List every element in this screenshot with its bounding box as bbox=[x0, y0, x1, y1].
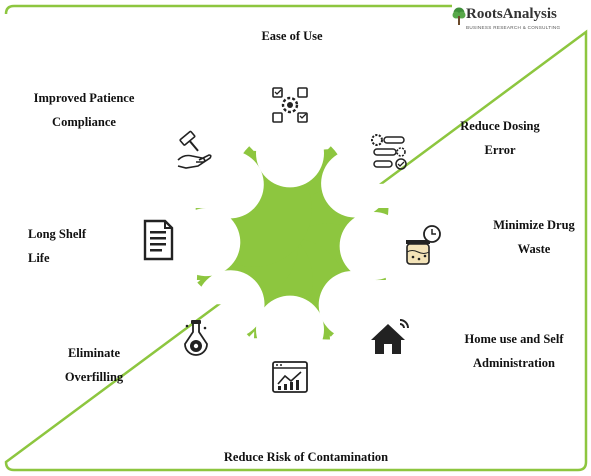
settings-checklist-icon bbox=[272, 87, 308, 123]
brand-tagline: BUSINESS RESEARCH & CONSULTING bbox=[466, 25, 561, 30]
icon-layer bbox=[143, 87, 441, 393]
label-line: Ease of Use bbox=[261, 29, 323, 43]
label-minimize-drug-waste: Minimize Drug Waste bbox=[482, 213, 586, 261]
ring-inner-home bbox=[318, 270, 387, 339]
gavel-hand-icon bbox=[177, 130, 212, 169]
ring-layer bbox=[181, 129, 398, 354]
label-long-shelf-life: Long Shelf Life bbox=[28, 222, 118, 270]
label-ease-of-use: Ease of Use bbox=[232, 24, 352, 48]
label-line: Compliance bbox=[52, 115, 116, 129]
document-icon bbox=[143, 219, 174, 261]
label-line: Overfilling bbox=[64, 370, 124, 384]
ring-inner-patience bbox=[195, 150, 264, 219]
label-line: Administration bbox=[473, 356, 555, 370]
label-improved-patience-compliance: Improved Patience Compliance bbox=[24, 86, 144, 134]
ring-inner-waste bbox=[339, 212, 398, 280]
label-eliminate-overfilling: Eliminate Overfilling bbox=[44, 341, 144, 389]
label-home-use-self-administration: Home use and Self Administration bbox=[450, 327, 578, 375]
label-reduce-dosing-error: Reduce Dosing Error bbox=[440, 114, 560, 162]
label-line: Reduce Risk of Contamination bbox=[223, 450, 389, 464]
smart-home-icon bbox=[371, 319, 409, 354]
label-line: Eliminate bbox=[67, 346, 121, 360]
label-line: Home use and Self bbox=[464, 332, 564, 346]
tree-icon bbox=[452, 7, 466, 25]
label-line: Error bbox=[484, 143, 516, 157]
label-line: Life bbox=[28, 251, 50, 265]
ring-inner-shelf bbox=[181, 208, 241, 277]
label-reduce-risk-of-contamination: Reduce Risk of Contamination bbox=[206, 445, 406, 469]
analytics-screen-icon bbox=[272, 361, 308, 393]
medicine-jar-icon bbox=[406, 225, 441, 265]
ring-inner-dosing bbox=[321, 149, 390, 218]
label-line: Reduce Dosing bbox=[460, 119, 540, 133]
label-line: Waste bbox=[517, 242, 551, 256]
flask-gear-icon bbox=[184, 320, 208, 356]
label-line: Improved Patience bbox=[33, 91, 135, 105]
brand-name: RootsAnalysis bbox=[466, 6, 557, 22]
label-line: Minimize Drug bbox=[493, 218, 575, 232]
label-line: Long Shelf bbox=[28, 227, 87, 241]
ring-inner-ease bbox=[256, 129, 324, 188]
sliders-gear-icon bbox=[371, 134, 407, 170]
ring-inner-contam bbox=[256, 295, 324, 354]
roots-analysis-logo: RootsAnalysis BUSINESS RESEARCH & CONSUL… bbox=[452, 6, 580, 36]
ring-inner-overfill bbox=[196, 270, 265, 339]
